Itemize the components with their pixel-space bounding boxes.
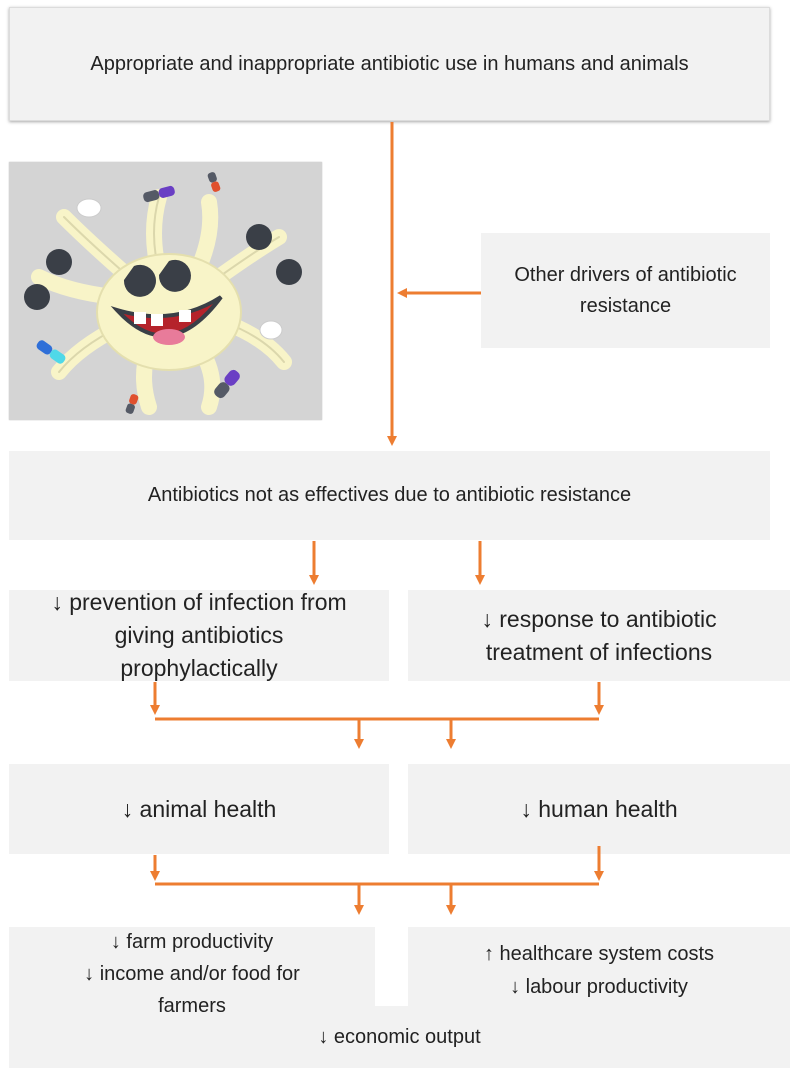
healthcare-line-2: ↓ labour productivity <box>510 975 688 998</box>
prevention-line-2: giving antibiotics <box>114 622 284 648</box>
bacterium-illustration <box>9 162 322 420</box>
healthcare-box: ↑ healthcare system costs ↓ labour produ… <box>408 927 790 1006</box>
farm-line-3: farmers <box>158 995 226 1017</box>
prevention-line-1: ↓ prevention of infection from <box>51 589 347 615</box>
top-box: Appropriate and inappropriate antibiotic… <box>9 7 770 121</box>
resistance-box-text: Antibiotics not as effectives due to ant… <box>147 484 632 506</box>
human-health-box: ↓ human health <box>408 764 790 854</box>
response-box: ↓ response to antibiotic treatment of in… <box>408 590 790 681</box>
other-drivers-line-1: Other drivers of antibiotic <box>514 263 737 286</box>
healthcare-line-1: ↑ healthcare system costs <box>483 942 715 965</box>
animal-health-text: ↓ animal health <box>121 795 277 822</box>
resistance-box: Antibiotics not as effectives due to ant… <box>9 451 770 540</box>
prevention-box: ↓ prevention of infection from giving an… <box>9 589 389 681</box>
human-health-text: ↓ human health <box>520 795 678 822</box>
other-drivers-box: Other drivers of antibiotic resistance <box>481 233 770 348</box>
response-line-1: ↓ response to antibiotic <box>481 605 717 632</box>
other-drivers-line-2: resistance <box>579 294 672 317</box>
prevention-line-3: prophylactically <box>120 655 278 681</box>
farm-line-1: ↓ farm productivity <box>110 931 274 953</box>
farm-line-2: ↓ income and/or food for <box>84 963 300 985</box>
cartoon-bacterium-with-pills-icon <box>24 172 302 415</box>
animal-health-box: ↓ animal health <box>9 764 389 854</box>
top-box-text: Appropriate and inappropriate antibiotic… <box>90 52 689 75</box>
response-line-2: treatment of infections <box>485 638 713 665</box>
farm-box: ↓ farm productivity ↓ income and/or food… <box>9 927 375 1021</box>
economic-output-text: ↓ economic output <box>318 1025 481 1048</box>
